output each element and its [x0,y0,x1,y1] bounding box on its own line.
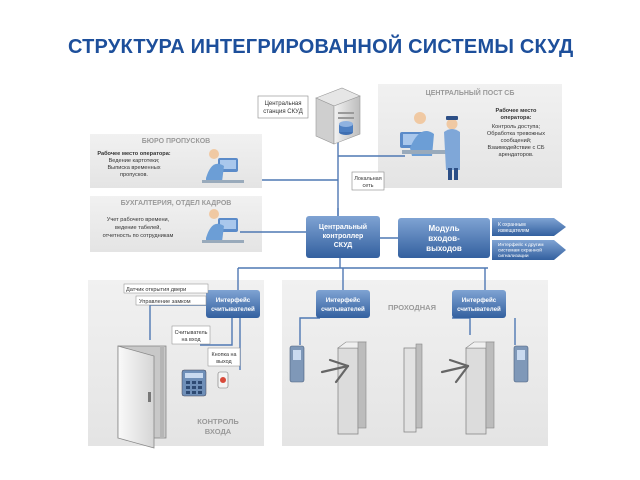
local-network-label-box [351,171,385,191]
entry-reader-label-box [171,325,211,345]
arrow-interfaces-line-2: системам охранной [498,247,542,254]
central-controller-line-1: Центральный [319,223,367,231]
io-module-line-3: выходов [426,244,462,253]
arrow-interfaces-line-3: сигнализации [498,254,529,259]
central-controller-line-3: СКУД [334,242,353,249]
turnstile-left-icon [320,341,367,435]
pass-bureau-text: Рабочее место оператора: Ведение картоте… [97,150,170,178]
door-sensor-label-box [123,283,209,294]
accounting-header: БУХГАЛТЕРИЯ, ОТДЕЛ КАДРОВ [121,200,232,207]
reader-interface-entry-2: считывателей [211,306,255,313]
io-module-label: Модуль входов- выходов [426,224,462,253]
turnstile-right-icon [440,341,495,435]
central-post-line-7: арендаторов. [498,152,533,158]
checkpoint-label: ПРОХОДНАЯ [388,303,436,312]
central-station-label-2: станция СКУД [263,109,303,115]
arrow-interfaces-line-1: Интерфейс к другим [498,241,544,248]
central-station-label-1: Центральная [264,101,301,107]
door-sensor-label: Датчик открытия двери [126,287,186,293]
accounting-line-1: Учет рабочего времени, [107,217,170,223]
central-post-line-3: Контроль доступа; [492,124,541,130]
central-controller-label: Центральный контроллер СКУД [319,223,367,249]
arrow-other-systems [492,240,566,260]
central-post-text: Рабочее место оператора: Контроль доступ… [487,107,545,158]
arrow-alarm-line-1: К охранным [498,222,526,228]
door-icon [117,345,167,449]
reader-interface-left-1: Интерфейс [326,297,361,304]
reader-interface-right-1: Интерфейс [462,297,497,304]
reader-interface-box-right [452,290,506,318]
pass-bureau-line-2: Ведение картотеки; [109,158,160,164]
turnstile-middle-post-icon [403,343,423,433]
security-operator-icon [400,112,460,180]
arrow-alarm-detectors [492,218,566,236]
entry-control-label-1: КОНТРОЛЬ [197,417,239,426]
reader-interface-box-entry [206,290,260,318]
entry-control-label-2: ВХОДА [205,427,232,436]
io-module-box [398,218,490,258]
card-reader-right-icon [513,345,529,383]
exit-button-icon [217,371,229,389]
exit-button-label-2: выход [216,359,232,365]
central-post-line-5: сообщений; [501,137,532,144]
local-network-label-1: Локальная [354,176,381,182]
reader-interface-left-2: считывателей [321,306,365,313]
pass-bureau-line-3: Выписка временных [107,165,160,171]
central-post-line-6: Взаимодействие с СБ [487,144,544,151]
central-post-line-4: Обработка тревожных [487,131,545,137]
entry-reader-label-2: на вход [182,337,202,343]
central-post-line-2: оператора: [501,115,532,121]
io-module-line-2: входов- [428,234,460,243]
reader-interface-right-2: считывателей [457,306,501,313]
accounting-line-3: отчетность по сотрудникам [103,233,174,239]
central-station-label-box [257,95,309,119]
accounting-text: Учет рабочего времени, ведение табелей, … [103,217,174,239]
central-post-header: ЦЕНТРАЛЬНЫЙ ПОСТ СБ [426,88,515,97]
central-post-line-1: Рабочее место [496,107,537,114]
lock-control-label-box [135,295,207,306]
card-reader-left-icon [289,345,305,383]
local-network-label-2: сеть [362,183,373,189]
pass-bureau-line-4: пропусков. [120,172,148,178]
server-icon [315,87,361,145]
entry-reader-label-1: Считыватель [175,330,208,336]
arrow-alarm-line-2: извещателям [498,228,530,234]
accounting-operator-icon [202,209,244,243]
io-module-line-1: Модуль [429,224,460,233]
reader-interface-box-left [316,290,370,318]
pass-bureau-header: БЮРО ПРОПУСКОВ [142,138,210,145]
keypad-reader-icon [181,369,207,397]
exit-button-label-box [207,347,241,367]
pass-bureau-line-1: Рабочее место оператора: [97,150,170,157]
accounting-line-2: ведение табелей, [115,224,161,231]
pass-bureau-operator-icon [202,149,244,183]
central-controller-line-2: контроллер [323,233,364,240]
central-controller-box [306,216,380,258]
lock-control-label: Управление замком [139,299,191,305]
exit-button-label-1: Кнопка на [212,352,237,358]
diagram-title: СТРУКТУРА ИНТЕГРИРОВАННОЙ СИСТЕМЫ СКУД [68,36,574,58]
reader-interface-entry-1: Интерфейс [216,297,251,304]
